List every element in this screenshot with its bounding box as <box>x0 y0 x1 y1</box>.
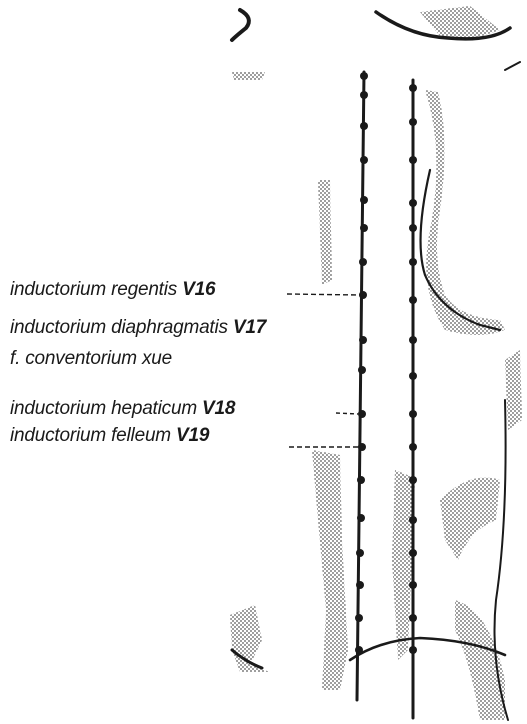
acupoint-dot <box>360 122 368 130</box>
acupoint-dot <box>409 296 417 304</box>
acupoint-dot <box>409 199 417 207</box>
acupoint-dot <box>409 336 417 344</box>
acupoint-dot <box>360 156 368 164</box>
acupoint-dot <box>355 614 363 622</box>
acupoint-dot <box>409 549 417 557</box>
acupoint-dot <box>409 372 417 380</box>
leader-line-v18 <box>336 413 358 414</box>
acupoint-dot <box>409 614 417 622</box>
acupoint-dot <box>360 72 368 80</box>
acupoint-dot <box>358 410 366 418</box>
label-v16-code: V16 <box>182 279 215 300</box>
acupoint-dot <box>360 196 368 204</box>
acupoint-dot <box>356 549 364 557</box>
acupoint-dot <box>359 291 367 299</box>
leader-lines <box>287 294 360 447</box>
acupoint-dot <box>409 476 417 484</box>
body-outline <box>232 10 520 720</box>
label-v18-code: V18 <box>202 398 235 419</box>
acupoint-dot <box>360 224 368 232</box>
label-v17-code: V17 <box>233 317 266 338</box>
label-v19: inductorium felleum V19 <box>10 425 209 447</box>
label-v16-name: inductorium regentis <box>10 279 177 300</box>
acupoint-dot <box>355 646 363 654</box>
acupoint-dot <box>409 156 417 164</box>
acupoint-dot <box>409 410 417 418</box>
label-v16: inductorium regentis V16 <box>10 279 215 301</box>
acupoint-dot <box>409 224 417 232</box>
medial-meridian-line <box>357 72 364 700</box>
label-v18-name: inductorium hepaticum <box>10 398 197 419</box>
label-v17-alt-name: f. conventorium xue <box>10 348 172 369</box>
acupoint-dot <box>409 581 417 589</box>
label-v19-code: V19 <box>176 425 209 446</box>
label-v19-name: inductorium felleum <box>10 425 171 446</box>
acupoint-dot <box>356 581 364 589</box>
acupoint-dot <box>359 258 367 266</box>
acupoint-dot <box>409 443 417 451</box>
label-v17: inductorium diaphragmatis V17 <box>10 317 266 339</box>
label-v17-alt: f. conventorium xue <box>10 348 172 370</box>
acupoint-dot <box>409 646 417 654</box>
acupoint-dot <box>360 91 368 99</box>
body-shading <box>230 6 522 720</box>
acupoint-dot <box>409 516 417 524</box>
label-v18: inductorium hepaticum V18 <box>10 398 235 420</box>
acupoint-dot <box>357 476 365 484</box>
acupoint-dot <box>409 84 417 92</box>
acupoint-dot <box>409 258 417 266</box>
acupoint-dot <box>358 443 366 451</box>
acupoint-dot <box>358 366 366 374</box>
acupoint-dot <box>357 514 365 522</box>
acupoint-dot <box>359 336 367 344</box>
acupoint-dot <box>409 118 417 126</box>
label-v17-name: inductorium diaphragmatis <box>10 317 228 338</box>
leader-line-v16 <box>287 294 360 295</box>
